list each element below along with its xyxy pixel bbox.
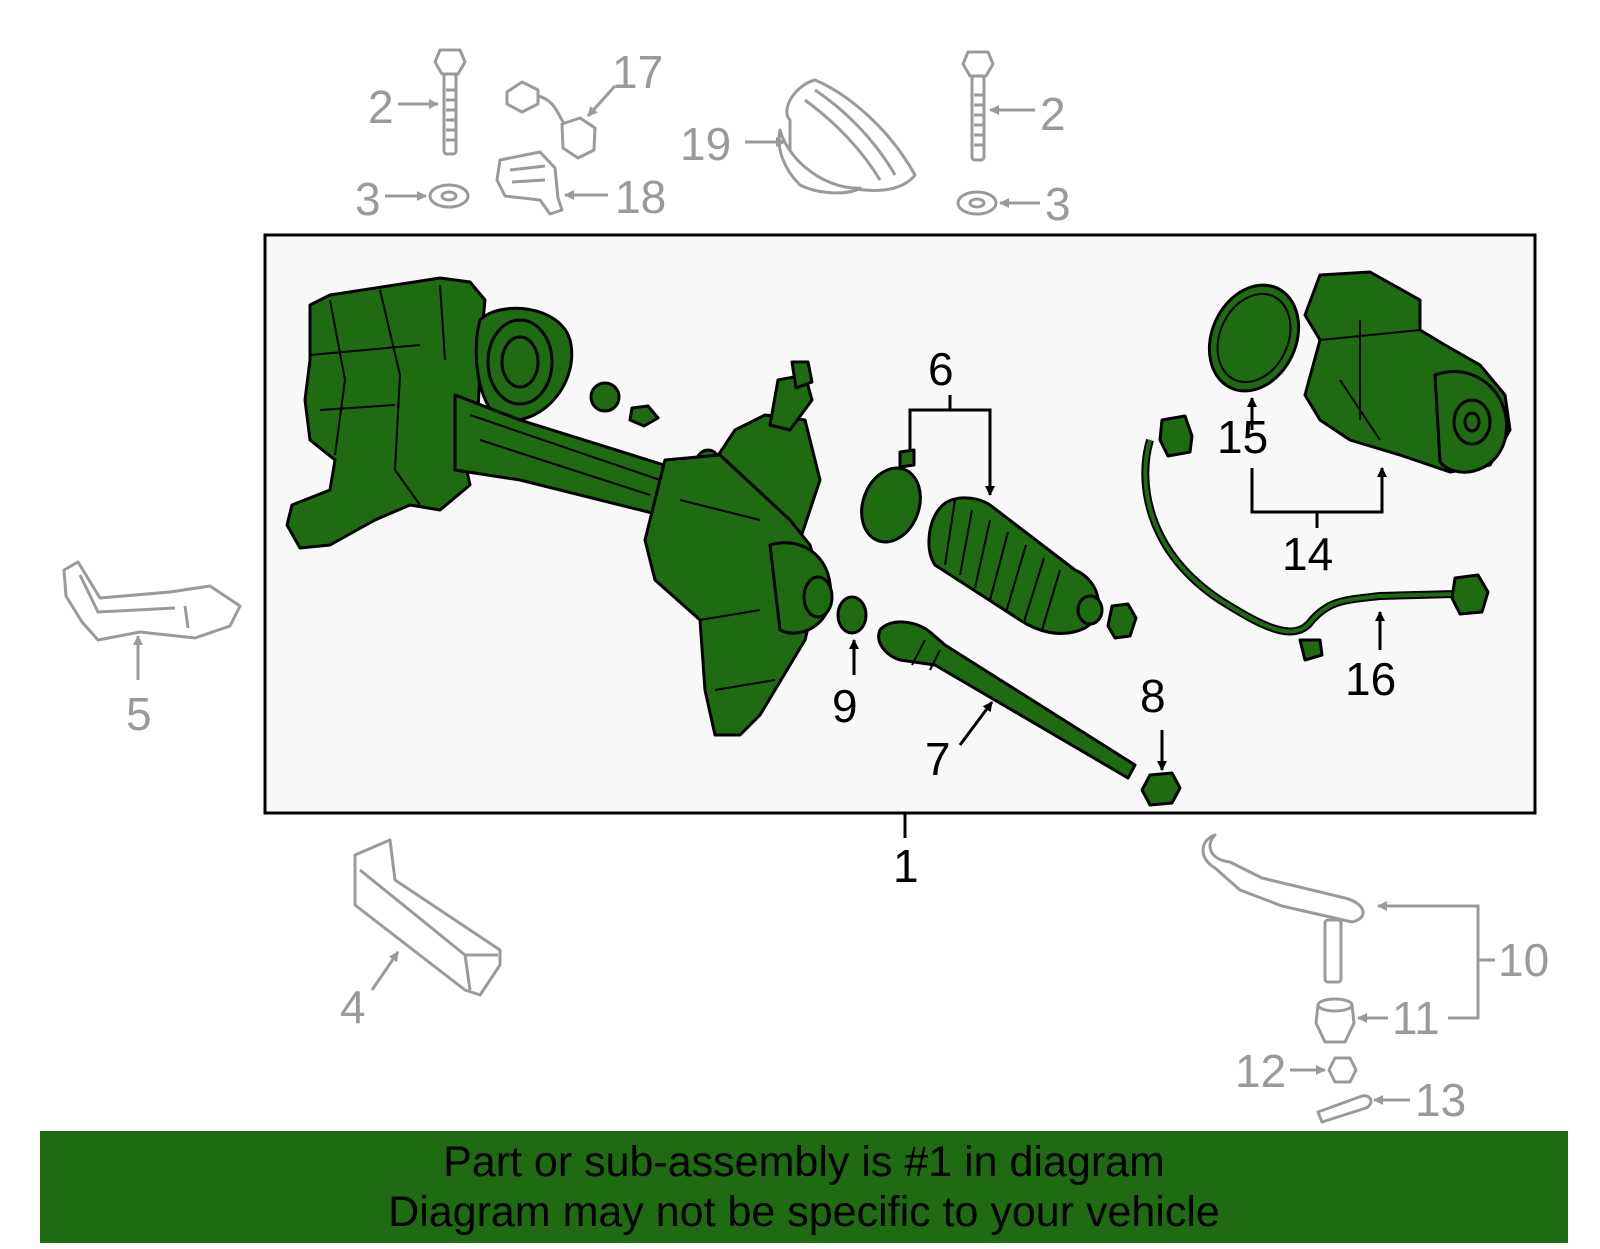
dust-boot-19-part xyxy=(777,78,917,195)
callout-2a: 2 xyxy=(368,81,394,133)
callout-14: 14 xyxy=(1282,528,1333,580)
nut-12-part xyxy=(1327,1056,1358,1084)
assist-motor-14-part xyxy=(1303,270,1512,474)
connector-17-part xyxy=(505,80,597,160)
banner-line-assembly: Part or sub-assembly is #1 in diagram xyxy=(443,1138,1165,1186)
callout-9: 9 xyxy=(832,680,858,732)
callout-8: 8 xyxy=(1140,670,1166,722)
wire-harness-16-part xyxy=(1141,414,1490,662)
callout-13: 13 xyxy=(1415,1074,1466,1126)
bracket-18-part xyxy=(495,150,564,216)
callout-16: 16 xyxy=(1345,653,1396,705)
callout-1: 1 xyxy=(893,840,919,892)
boot-11-part xyxy=(1314,997,1356,1044)
boot-clip-part xyxy=(1106,602,1138,640)
bracket-4-part xyxy=(353,838,502,997)
callout-10: 10 xyxy=(1498,934,1549,986)
callout-15: 15 xyxy=(1217,411,1268,463)
nut-8-part xyxy=(1140,771,1182,807)
callout-7: 7 xyxy=(925,733,951,785)
bracket-5-part xyxy=(62,560,242,642)
callout-3b: 3 xyxy=(1045,178,1071,230)
leader-17 xyxy=(586,84,617,118)
inner-tie-rod-7-part xyxy=(877,620,1137,780)
motor-side-housing-part xyxy=(643,453,834,737)
leader-11 xyxy=(1448,960,1480,1020)
bolt-left-part xyxy=(433,48,467,156)
callout-3a: 3 xyxy=(355,173,381,225)
callout-11: 11 xyxy=(1392,992,1440,1044)
callout-4: 4 xyxy=(340,981,366,1033)
leader-7 xyxy=(958,701,994,746)
tie-rod-end-10-part xyxy=(1201,833,1365,984)
info-banner: Part or sub-assembly is #1 in diagram Di… xyxy=(40,1131,1568,1243)
callout-6: 6 xyxy=(928,343,954,395)
callout-5: 5 xyxy=(126,688,152,740)
seal-9-part xyxy=(836,595,868,635)
cotter-pin-13-part xyxy=(1316,1094,1373,1124)
washer-left-part xyxy=(428,183,470,209)
washer-right-part xyxy=(956,190,998,216)
callout-17: 17 xyxy=(612,46,663,98)
seal-15-part xyxy=(1207,283,1301,393)
banner-line-disclaimer: Diagram may not be specific to your vehi… xyxy=(388,1188,1220,1236)
callout-12: 12 xyxy=(1235,1045,1286,1097)
callout-18: 18 xyxy=(615,171,666,223)
pinion-gear-small-part xyxy=(589,381,660,428)
bolt-right-part xyxy=(961,50,995,162)
callout-19: 19 xyxy=(680,118,731,170)
leader-4 xyxy=(370,951,400,991)
leader-10 xyxy=(1377,901,1495,962)
gear-housing-part xyxy=(285,276,574,550)
boot-clamp-6-part xyxy=(860,448,922,544)
callout-2b: 2 xyxy=(1040,88,1066,140)
bellows-boot-6-part xyxy=(927,496,1104,635)
